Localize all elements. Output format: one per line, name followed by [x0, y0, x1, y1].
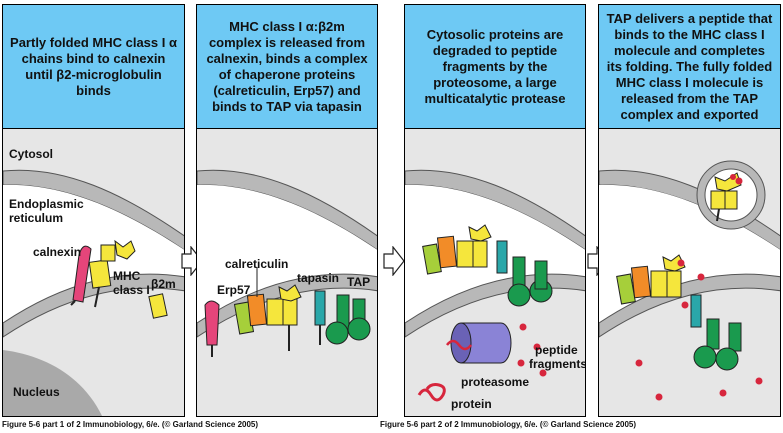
label-calnexin: calnexin: [33, 245, 82, 259]
label-mhc-2: class I: [113, 283, 150, 297]
panel-4-header: TAP delivers a peptide that binds to the…: [599, 5, 780, 129]
panel-1-header: Partly folded MHC class I α chains bind …: [3, 5, 184, 129]
proteasome-shape: [460, 322, 512, 364]
panel-4-scene: [599, 129, 780, 416]
panel-3-text: Cytosolic proteins are degraded to pepti…: [424, 26, 566, 106]
caption-left: Figure 5-6 part 1 of 2 Immunobiology, 6/…: [2, 420, 259, 429]
label-erp57: Erp57: [217, 283, 251, 297]
panel-3-scene: [405, 129, 585, 416]
label-tap: TAP: [347, 275, 371, 289]
panel-3-header: Cytosolic proteins are degraded to pepti…: [405, 5, 585, 129]
caption-right: Figure 5-6 part 2 of 2 Immunobiology, 6/…: [380, 420, 637, 429]
label-mhc-1: MHC: [113, 269, 141, 283]
b2m-shape: [148, 293, 168, 319]
arrow-right-icon: [383, 246, 405, 276]
panel-2: MHC class I α:β2m complex is released fr…: [196, 4, 378, 417]
panel-2-scene: [197, 129, 377, 416]
panel-1-scene: [3, 129, 184, 416]
label-nucleus: Nucleus: [13, 385, 60, 399]
label-peptide-1: peptide: [535, 343, 578, 357]
calnexin-shape: [72, 245, 92, 303]
label-cytosol: Cytosol: [9, 147, 54, 161]
panel-2-text: MHC class I α:β2m complex is released fr…: [206, 18, 368, 114]
panel-4: TAP delivers a peptide that binds to the…: [598, 4, 781, 417]
panel-1-text: Partly folded MHC class I α chains bind …: [10, 34, 177, 98]
mhc-shape: [88, 259, 112, 289]
label-proteasome: proteasome: [461, 375, 530, 389]
label-er-2: reticulum: [9, 211, 64, 225]
label-er-1: Endoplasmic: [9, 197, 84, 211]
label-calreticulin: calreticulin: [225, 257, 289, 271]
label-b2m: β2m: [151, 277, 176, 291]
panel-2-header: MHC class I α:β2m complex is released fr…: [197, 5, 377, 129]
label-protein: protein: [451, 397, 492, 411]
label-peptide-2: fragments: [529, 357, 586, 371]
panel-4-text: TAP delivers a peptide that binds to the…: [606, 10, 773, 122]
panel-3: Cytosolic proteins are degraded to pepti…: [404, 4, 586, 417]
panel-1: Partly folded MHC class I α chains bind …: [2, 4, 185, 417]
label-tapasin: tapasin: [297, 271, 340, 285]
